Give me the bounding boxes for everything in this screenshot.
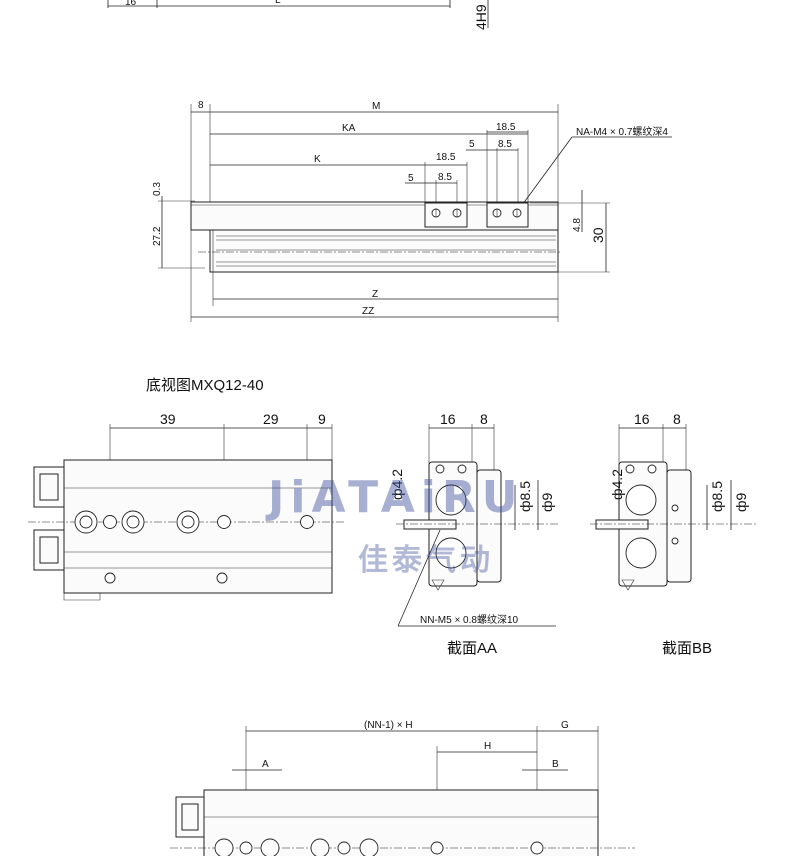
callout-leader: [397, 529, 441, 627]
phi-4-2-label: ф4.2: [389, 469, 405, 500]
screw-tip: [621, 579, 635, 591]
side-view: 8 M KA 18.5 5 8.5 K 18.5 5 8.5 NA-M4 × 0…: [152, 100, 672, 322]
dim-4h9-label: 4H9: [473, 4, 489, 30]
section-bb-title: 截面BB: [662, 640, 712, 657]
dim-18-5-top-label: 18.5: [496, 122, 516, 133]
dim-8-label: 8: [198, 100, 204, 111]
section-aa: 16 8 ф4.2 ф8.5 ф9 NN-M5 × 0.8螺纹深10 截面AA: [389, 411, 560, 657]
thread-insert: [595, 519, 649, 530]
dim-ka-label: KA: [342, 123, 356, 134]
callout-nn-m5-label: NN-M5 × 0.8螺纹深10: [420, 613, 519, 626]
counterbore-hole: [260, 838, 280, 856]
through-hole: [217, 515, 231, 529]
dim-5-top-label: 5: [469, 139, 475, 150]
dim-16-label: 16: [440, 411, 456, 427]
end-cap-inner: [181, 803, 199, 831]
dim-b-label: B: [552, 759, 559, 770]
section-aa-rail: [476, 469, 502, 583]
phi-4-2-label: ф4.2: [609, 469, 625, 500]
dim-a-label: A: [262, 759, 269, 770]
dim-29-label: 29: [263, 411, 279, 427]
dim-16-label: 16: [634, 411, 650, 427]
through-hole: [103, 515, 117, 529]
dim-zz-label: ZZ: [362, 306, 374, 317]
dim-g-label: G: [561, 720, 569, 731]
watermark-cn: 佳泰气动: [358, 543, 494, 578]
bottom-view-title: 底视图MXQ12-40: [146, 377, 264, 394]
counterbore-hole-inner: [181, 515, 195, 529]
dim-5-mid-label: 5: [408, 173, 414, 184]
dim-18-5-mid-label: 18.5: [436, 152, 456, 163]
notch: [625, 464, 635, 474]
watermark-brand: JiATAiRU: [265, 472, 523, 523]
dim-8-label: 8: [673, 411, 681, 427]
through-hole: [530, 841, 544, 855]
dim-l-label: L: [275, 0, 281, 6]
through-hole: [239, 841, 253, 855]
notch: [647, 464, 657, 474]
ball: [671, 504, 679, 512]
body-foot: [63, 593, 101, 601]
top-fragment: 16 L 4H9: [107, 0, 489, 30]
small-hole: [216, 572, 228, 584]
dim-k-label: K: [314, 154, 321, 165]
bore-lower: [435, 537, 467, 569]
dim-8-label: 8: [480, 411, 488, 427]
counterbore-hole-inner: [126, 515, 140, 529]
counterbore-hole: [359, 838, 379, 856]
dim-30-label: 30: [590, 227, 606, 243]
dim-4-8-label: 4.8: [572, 218, 583, 232]
phi-8-5-label: ф8.5: [517, 481, 533, 512]
bore-lower: [625, 537, 657, 569]
lower-view: (NN-1) × H G H A B: [170, 720, 635, 856]
dim-27-2-label: 27.2: [152, 226, 163, 246]
end-cap-upper-inner: [39, 473, 59, 501]
dim-m-label: M: [372, 101, 380, 112]
dim-z-label: Z: [372, 289, 378, 300]
through-hole: [337, 841, 351, 855]
bottom-view: 底视图MXQ12-40 39 29 9: [28, 377, 345, 601]
through-hole: [430, 841, 444, 855]
notch: [435, 464, 445, 474]
dim-9-label: 9: [318, 411, 326, 427]
phi-8-5-label: ф8.5: [709, 481, 725, 512]
watermark: JiATAiRU 佳泰气动: [265, 472, 523, 578]
dim-h-label: H: [484, 741, 491, 752]
thread-insert: [403, 519, 457, 530]
counterbore-hole: [310, 838, 330, 856]
screw-tip: [431, 579, 445, 591]
section-bb-rail: [666, 469, 692, 583]
counterbore-hole: [214, 838, 234, 856]
section-bb: 16 8 ф4.2 ф8.5 ф9 截面BB: [590, 411, 756, 657]
phi-9-label: ф9: [539, 492, 555, 512]
through-hole: [300, 515, 314, 529]
counterbore-hole-inner: [79, 515, 93, 529]
dim-8-5-top-label: 8.5: [498, 139, 512, 150]
callout-leader: [516, 136, 573, 213]
notch: [457, 464, 467, 474]
cylinder-body: [209, 229, 559, 273]
dim-16-label: 16: [125, 0, 137, 8]
section-aa-title: 截面AA: [447, 640, 497, 657]
phi-9-label: ф9: [733, 492, 749, 512]
end-cap-lower-inner: [39, 536, 59, 564]
small-hole: [104, 572, 116, 584]
bore-upper: [625, 484, 657, 516]
dim-8-5-mid-label: 8.5: [438, 172, 452, 183]
dim-0-3-label: 0.3: [152, 182, 163, 196]
ball: [671, 537, 679, 545]
bore-upper: [435, 484, 467, 516]
dim-39-label: 39: [160, 411, 176, 427]
dim-nn-h-label: (NN-1) × H: [364, 720, 413, 731]
callout-na-m4-label: NA-M4 × 0.7螺纹深4: [576, 125, 668, 138]
